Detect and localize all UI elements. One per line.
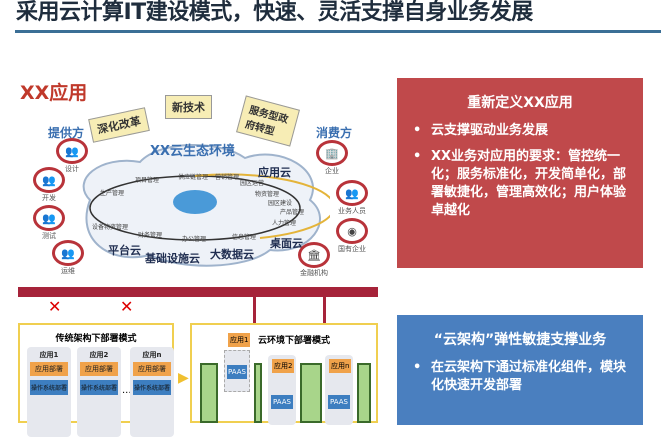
tag-new-tech: 新技术 xyxy=(165,95,212,119)
cloud-label: 生产管理 xyxy=(100,190,125,197)
ellipsis: ... xyxy=(122,385,132,396)
people-icon: 👥 xyxy=(33,205,65,231)
connector xyxy=(253,297,256,323)
provider-3: 👥测试 xyxy=(33,205,65,241)
people-icon: 👥 xyxy=(336,180,368,206)
cloud-app: 应用云 xyxy=(258,166,291,179)
tag-service-gov: 服务型政府转型 xyxy=(236,95,300,147)
cloud-label: 物资管理 xyxy=(255,191,280,198)
enterprise-icon: ◉ xyxy=(336,218,368,244)
diagram-title: XX应用 xyxy=(20,82,88,104)
bank-icon: 🏛 xyxy=(298,242,330,268)
panel-title: 重新定义XX应用 xyxy=(467,95,573,111)
cloud-label: 信息管理 xyxy=(232,234,257,241)
cloud-label: 人力管理 xyxy=(272,220,297,227)
ecosystem-title: XX云生态环境 xyxy=(150,144,236,159)
cloud-diagram xyxy=(82,143,330,267)
panel-title: “云架构”弹性敏捷支撑业务 xyxy=(433,332,607,348)
bullet: XX业务对应用的要求：管控统一化；服务标准化，开发简单化，部署敏捷化，管理高效化… xyxy=(413,148,627,220)
cloud-label: 财务管理 xyxy=(138,232,163,239)
cloud-label: 办公管理 xyxy=(182,236,207,243)
consumer-2: 👥业务人员 xyxy=(336,180,368,216)
cloud-label: 项目管理 xyxy=(135,177,160,184)
consumer-4: 🏛金融机构 xyxy=(298,242,330,278)
cloud-label: 产品管理 xyxy=(280,209,305,216)
globe xyxy=(173,190,217,214)
service-bus xyxy=(18,287,378,297)
arrow-right-icon: ▶ xyxy=(178,370,189,386)
cloud-platform: 平台云 xyxy=(108,244,141,257)
cloud-label: 供应链管理 xyxy=(178,174,209,181)
cloud-deploy-box: 应用1 云环境下部署模式 PAAS 应用2 PAAS 应用n PAAS xyxy=(190,323,378,425)
slide-title: 采用云计算IT建设模式，快速、灵活支撑自身业务发展 xyxy=(16,0,533,25)
consumer-3: ◉国有企业 xyxy=(336,218,368,254)
redefine-panel: 重新定义XX应用 云支撑驱动业务发展 XX业务对应用的要求：管控统一化；服务标准化… xyxy=(397,78,643,268)
provider-4: 👥运维 xyxy=(52,240,84,276)
cloud-arch-panel: “云架构”弹性敏捷支撑业务 在云架构下通过标准化组件，模块化快速开发部署 xyxy=(397,315,643,425)
cloud-infra: 基础设施云 xyxy=(145,252,200,265)
cloud-desktop: 桌面云 xyxy=(270,237,303,250)
cloud-label: 设备物资管理 xyxy=(92,224,129,231)
provider-2: 👥开发 xyxy=(33,167,65,203)
cloud-label: 园区运营 xyxy=(240,180,265,187)
cloud-label: 营销管理 xyxy=(215,174,240,181)
blocked-x-icon: ✕ xyxy=(120,297,134,316)
provider-1: 👥设计 xyxy=(56,138,88,174)
cloud-label: 园区建设 xyxy=(268,200,293,207)
cloud-bigdata: 大数据云 xyxy=(210,248,254,261)
people-icon: 👥 xyxy=(33,167,65,193)
building-icon: 🏢 xyxy=(316,140,348,166)
people-icon: 👥 xyxy=(56,138,88,164)
blocked-x-icon: ✕ xyxy=(48,297,62,316)
consumer-label: 消费方 xyxy=(316,126,353,140)
tag-reform: 深化改革 xyxy=(88,107,150,143)
provider-label: 提供方 xyxy=(48,126,85,140)
title-divider xyxy=(15,30,661,33)
people-icon: 👥 xyxy=(52,240,84,266)
bullet: 在云架构下通过标准化组件，模块化快速开发部署 xyxy=(413,359,627,395)
bullet: 云支撑驱动业务发展 xyxy=(413,122,627,140)
consumer-1: 🏢企业 xyxy=(316,140,348,176)
ring-yellow xyxy=(194,173,330,239)
connector xyxy=(323,297,326,323)
